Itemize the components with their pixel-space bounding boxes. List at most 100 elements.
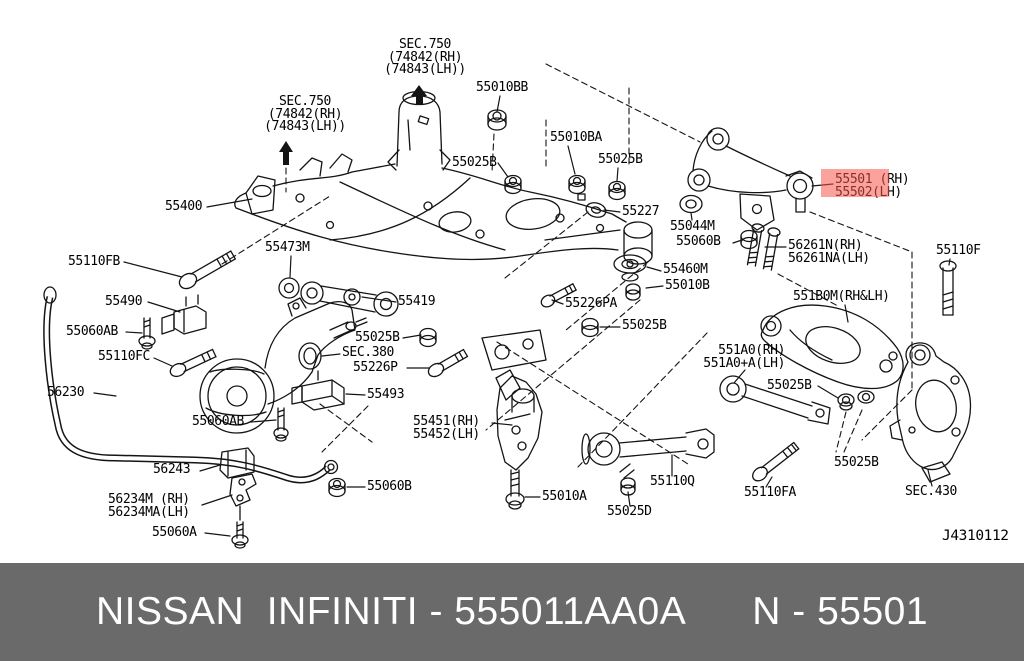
part-label-55400[interactable]: 55400 [165, 200, 203, 214]
banner-reference-number: N - 55501 [752, 590, 929, 633]
part-label-56234M[interactable]: 56234M (RH)56234MA(LH) [108, 492, 190, 520]
part-label-line: 55060AB [192, 414, 244, 429]
part-label-line: 55060A [152, 525, 197, 540]
part-label-55060A[interactable]: 55060A [152, 525, 197, 540]
part-label-line: 55010B [665, 278, 710, 293]
part-label-line: 55502(LH) [835, 184, 902, 200]
part-label-line: 55025D [607, 504, 652, 519]
part-label-55025B-6[interactable]: 55025B [834, 455, 879, 470]
part-label-line: 551B0M(RH&LH) [793, 289, 890, 304]
dynamic-damper-art [291, 370, 345, 411]
part-label-55044M[interactable]: 55044M [670, 219, 715, 234]
part-label-line: 55010BA [550, 130, 602, 145]
part-label-line: 56230 [47, 385, 85, 400]
part-label-drawing-code: J4310112 [942, 529, 1009, 543]
part-label-55025D[interactable]: 55025D [607, 504, 652, 519]
rear-subframe-art [234, 90, 653, 265]
part-label-line: 55473M [265, 240, 310, 255]
leader-lines [93, 95, 951, 537]
part-label-line: 55010A [542, 489, 587, 504]
part-label-line: 55110FC [98, 349, 150, 364]
part-label-55227[interactable]: 55227 [622, 204, 660, 219]
parts-diagram-canvas [43, 63, 972, 549]
part-label-sec750-left: SEC.750(74842(RH)(74843(LH)) [255, 94, 355, 135]
part-label-line: SEC.750 [279, 94, 331, 109]
part-label-55010A[interactable]: 55010A [542, 489, 587, 504]
left-parts-art [138, 250, 399, 442]
part-label-line: 551A0+A(LH) [703, 355, 785, 371]
part-label-line: 56234M (RH) [108, 492, 190, 507]
part-label-line: 55025B [355, 330, 400, 345]
part-label-line: 55227 [622, 204, 660, 219]
part-label-sec750-top: SEC.750(74842(RH)(74843(LH)) [375, 38, 475, 78]
banner-brand-and-part: NISSAN INFINITI - 555011AA0A [95, 590, 687, 633]
part-label-55010BB[interactable]: 55010BB [476, 80, 528, 95]
part-label-55110FA[interactable]: 55110FA [744, 485, 796, 500]
part-label-55110FB[interactable]: 55110FB [68, 255, 120, 269]
mount-bracket-art [481, 329, 547, 471]
part-label-line: 55060B [676, 234, 721, 249]
part-label-line: (74843(LH)) [264, 119, 346, 135]
part-label-55419[interactable]: 55419 [398, 294, 436, 309]
part-label-line: 56261N(RH) [788, 238, 863, 253]
part-label-55060B-1[interactable]: 55060B [676, 234, 721, 249]
sec750-arrow-icons [279, 85, 427, 165]
part-label-55501-55502[interactable]: 55501 (RH)55502(LH) [835, 173, 910, 200]
part-label-line: 55060AB [66, 324, 118, 339]
part-label-55110FC[interactable]: 55110FC [98, 349, 150, 364]
part-label-line: 55419 [398, 294, 436, 309]
part-label-line: 55010BB [476, 80, 528, 95]
part-label-55025B-3[interactable]: 55025B [355, 330, 400, 345]
part-label-55493[interactable]: 55493 [367, 388, 405, 402]
part-label-line: 55025B [834, 455, 879, 470]
part-label-56261N[interactable]: 56261N(RH)56261NA(LH) [788, 238, 870, 266]
parts-diagram: SEC.750(74842(RH)(74843(LH))SEC.750(7484… [43, 38, 1009, 549]
part-label-sec430: SEC.430 [905, 484, 957, 499]
part-label-55025B-top[interactable]: 55025B [452, 155, 497, 170]
part-label-55060B-2[interactable]: 55060B [367, 480, 412, 494]
part-label-line: SEC.430 [905, 484, 957, 499]
part-label-551A0[interactable]: 551A0(RH)551A0+A(LH) [693, 344, 785, 371]
part-label-55060AB-2[interactable]: 55060AB [192, 414, 244, 429]
part-label-line: 55025B [598, 152, 643, 167]
part-label-line: 55226P [353, 360, 398, 375]
part-label-55025B-5[interactable]: 55025B [767, 378, 812, 393]
part-label-sec380: SEC.380 [342, 345, 394, 360]
rod-art [581, 375, 831, 466]
part-label-56230[interactable]: 56230 [47, 385, 85, 400]
part-label-line: 55044M [670, 219, 715, 234]
part-label-55010B[interactable]: 55010B [665, 278, 710, 293]
part-label-line: 55226PA [565, 296, 617, 311]
part-label-55010BA[interactable]: 55010BA [550, 130, 602, 145]
part-label-line: 56261NA(LH) [788, 250, 870, 266]
part-label-55451-55452[interactable]: 55451(RH)55452(LH) [413, 415, 480, 442]
part-label-55110F[interactable]: 55110F [936, 243, 981, 258]
part-label-55226P[interactable]: 55226P [353, 360, 398, 375]
part-label-55110Q[interactable]: 55110Q [650, 475, 695, 489]
part-label-55025B-4[interactable]: 55025B [622, 319, 667, 333]
part-label-line: 55460M [663, 262, 708, 277]
part-label-55473M[interactable]: 55473M [265, 240, 310, 255]
part-label-line: 55025B [452, 155, 497, 170]
part-label-55226PA[interactable]: 55226PA [565, 296, 617, 311]
part-label-55460M[interactable]: 55460M [663, 262, 708, 277]
part-label-line: 55025B [767, 378, 812, 393]
part-label-55490[interactable]: 55490 [105, 294, 143, 309]
part-label-line: 55110F [936, 243, 981, 258]
stabilizer-bar-art [43, 286, 339, 549]
part-label-line: SEC.380 [342, 345, 394, 360]
dashed-construction-lines [221, 63, 913, 469]
part-label-line: 55452(LH) [413, 426, 480, 442]
part-label-551B0M[interactable]: 551B0M(RH&LH) [793, 289, 890, 304]
part-label-line: (74843(LH)) [384, 62, 466, 78]
part-label-line: 55110FA [744, 485, 796, 500]
part-label-line: 56234MA(LH) [108, 504, 190, 520]
part-label-line: 55490 [105, 294, 143, 309]
part-label-55025B-2[interactable]: 55025B [598, 152, 643, 167]
knuckle-art [889, 342, 972, 483]
part-label-56243[interactable]: 56243 [153, 463, 191, 477]
part-label-55060AB-1[interactable]: 55060AB [66, 324, 118, 339]
part-label-line: (74842(RH) [267, 106, 343, 122]
lower-arm-art [760, 304, 904, 390]
